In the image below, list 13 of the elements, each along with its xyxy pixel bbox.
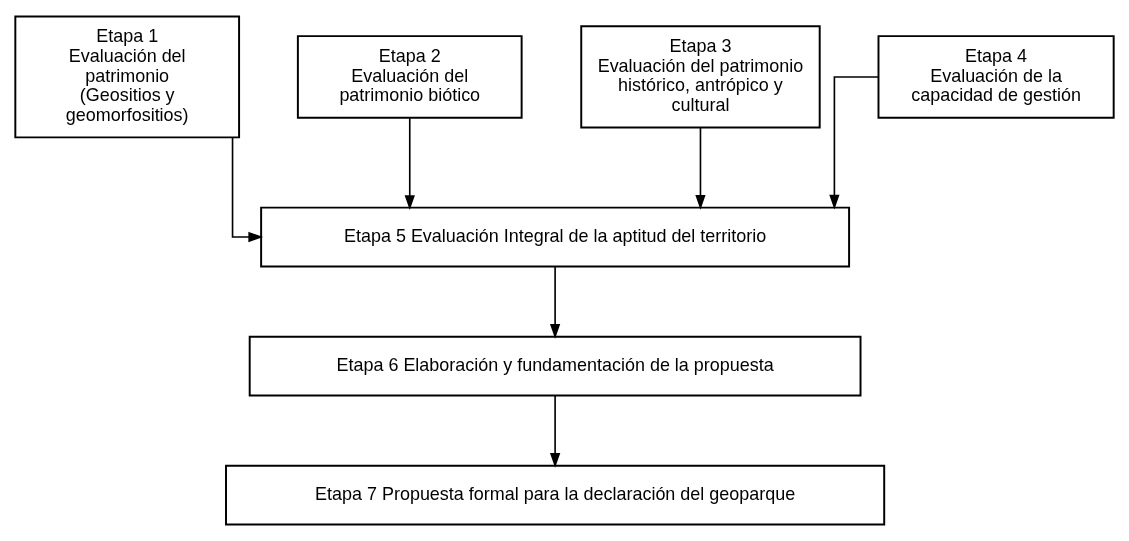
- arrow: [695, 126, 706, 210]
- node-box: Etapa 6 Elaboración y fundamentación de la propuesta: [248, 335, 862, 397]
- arrow: [404, 117, 415, 211]
- node-box: Etapa 4 Evaluación de la capacidad de gestión: [877, 35, 1115, 119]
- arrow: [829, 76, 879, 210]
- node-box: Etapa 1 Evaluación del patrimonio (Geositios y geomorfositios): [14, 15, 241, 139]
- arrow: [549, 266, 561, 339]
- arrow: [549, 395, 561, 468]
- node-box: Etapa 5 Evaluación Integral de la aptitud del territorio: [260, 206, 851, 268]
- node-box: Etapa 7 Propuesta formal para la declaración del geoparque: [225, 464, 886, 526]
- arrow: [231, 136, 264, 243]
- node-box: Etapa 2 Evaluación del patrimonio biótico: [296, 35, 523, 119]
- node-box: Etapa 3 Evaluación del patrimonio histórico, antrópico y cultural: [580, 25, 821, 129]
